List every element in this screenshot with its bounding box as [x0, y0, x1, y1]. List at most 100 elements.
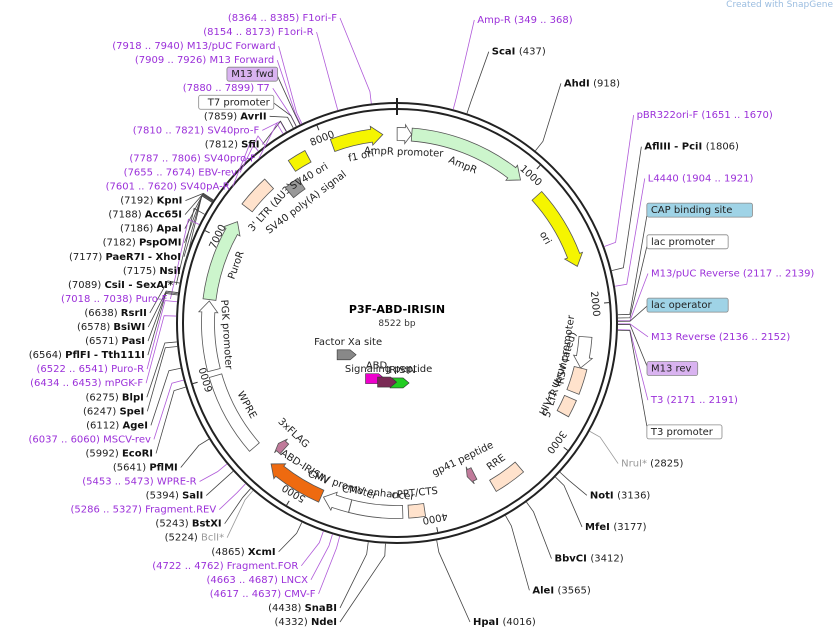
site-snabi[interactable]: (4438) SnaBI [268, 603, 337, 614]
svg-text:(8364 .. 8385) F1ori-F: (8364 .. 8385) F1ori-F [228, 13, 337, 24]
feature-3xflag[interactable] [274, 438, 290, 455]
site-lncx[interactable]: (4663 .. 4687) LNCX [206, 575, 308, 586]
site-m13-puc-reverse[interactable]: M13/pUC Reverse (2117 .. 2139) [651, 268, 814, 279]
site-f1ori-f[interactable]: (8364 .. 8385) F1ori-F [228, 13, 337, 24]
site-m13-rev[interactable]: M13 rev [646, 361, 699, 376]
site-pasi[interactable]: (6571) PasI [85, 336, 145, 347]
feature-sv40-ori[interactable] [287, 149, 312, 172]
site-t3[interactable]: T3 (2171 .. 2191) [650, 395, 738, 406]
inner-feature-factor-xa-site[interactable]: Factor Xa site [314, 337, 382, 361]
site-cmv-f[interactable]: (4617 .. 4637) CMV-F [210, 589, 316, 600]
inner-feature-signaling-peptide[interactable]: Signaling peptide [345, 364, 432, 388]
site-mscv-rev[interactable]: (6037 .. 6060) MSCV-rev [29, 434, 151, 445]
svg-text:(5453 .. 5473) WPRE-R: (5453 .. 5473) WPRE-R [82, 477, 196, 488]
site-amp-r[interactable]: Amp-R (349 .. 368) [477, 15, 572, 26]
feature-ampr-promoter[interactable] [396, 123, 413, 145]
site-sv40pro-f[interactable]: (7787 .. 7806) SV40pro-F [129, 153, 256, 164]
site-bsiwi[interactable]: (6578) BsiWI [77, 322, 145, 333]
site-mfei[interactable]: MfeI (3177) [585, 522, 647, 533]
feature-rre[interactable] [489, 461, 525, 492]
site-alei[interactable]: AleI (3565) [532, 585, 591, 596]
site-bcli[interactable]: (5224) BclI* [165, 533, 225, 544]
feature-wpre[interactable] [208, 373, 260, 452]
feature-puror[interactable] [202, 221, 241, 301]
site-puro-r[interactable]: (6522 .. 6541) Puro-R [37, 364, 145, 375]
site-apai[interactable]: (7186) ApaI [120, 224, 182, 235]
feature-cmv-enhancer[interactable] [348, 499, 404, 519]
site-cap-binding-site[interactable]: CAP binding site [646, 202, 753, 218]
feature-5-ltr-truncated[interactable] [566, 366, 588, 395]
site-puro-f[interactable]: (7018 .. 7038) Puro-F [61, 294, 168, 305]
site-nrui[interactable]: NruI* (2825) [621, 459, 683, 470]
site-ecori[interactable]: (5992) EcoRI [86, 448, 154, 459]
site-wpre-r[interactable]: (5453 .. 5473) WPRE-R [82, 477, 196, 488]
site-t7[interactable]: (7880 .. 7899) T7 [183, 83, 270, 94]
site-l4440[interactable]: L4440 (1904 .. 1921) [648, 173, 754, 184]
site-spei[interactable]: (6247) SpeI [83, 406, 144, 417]
site-acc65i[interactable]: (7188) Acc65I [108, 210, 182, 221]
leader-line [184, 194, 213, 243]
site-ahdi[interactable]: AhdI (918) [564, 78, 620, 89]
feature-rsv-promoter[interactable] [572, 335, 594, 369]
site-nsii[interactable]: (7175) NsiI [123, 266, 181, 277]
site-f1ori-r[interactable]: (8154 .. 8173) F1ori-R [203, 27, 313, 38]
site-hpai[interactable]: HpaI (4016) [473, 617, 536, 628]
leader-line [278, 522, 303, 553]
feature-label-ampr-promoter: AmpR promoter [364, 146, 445, 160]
site-csii-sexai[interactable]: (7089) CsiI - SexAI* [68, 280, 174, 291]
feature-3-ltr-u3[interactable] [241, 178, 275, 213]
site-scai[interactable]: ScaI (437) [492, 47, 546, 58]
feature-sv40-poly-a-signal[interactable] [284, 177, 306, 199]
site-m13-fwd[interactable]: M13 fwd [226, 66, 279, 82]
site-pspomi[interactable]: (7182) PspOMI [103, 238, 182, 249]
svg-text:(7175) NsiI: (7175) NsiI [123, 266, 181, 277]
svg-text:(7918 .. 7940) M13/pUC Forwar: (7918 .. 7940) M13/pUC Forward [112, 41, 275, 52]
leader-line [339, 542, 369, 609]
svg-text:(7787 .. 7806) SV40pro-F: (7787 .. 7806) SV40pro-F [129, 153, 256, 164]
feature-ampr[interactable] [410, 127, 522, 181]
site-bbvci[interactable]: BbvCI (3412) [555, 554, 624, 565]
site-sali[interactable]: (5394) SalI [146, 491, 204, 502]
site-pbr322ori-f[interactable]: pBR322ori-F (1651 .. 1670) [637, 110, 773, 121]
site-ebv-rev[interactable]: (7655 .. 7674) EBV-rev [124, 168, 237, 179]
site-fragment-rev[interactable]: (5286 .. 5327) Fragment.REV [71, 505, 217, 516]
site-lac-promoter[interactable]: lac promoter [646, 234, 729, 250]
site-avrii[interactable]: (7859) AvrII [204, 111, 267, 122]
site-paer7i-xhoi[interactable]: (7177) PaeR7I - XhoI [69, 252, 181, 263]
tick-mark [436, 527, 439, 534]
site-bstxi[interactable]: (5243) BstXI [155, 519, 221, 530]
site-sfii[interactable]: (7812) SfiI [205, 139, 260, 150]
feature-f1-ori[interactable] [329, 125, 384, 152]
site-agei[interactable]: (6112) AgeI [86, 420, 148, 431]
svg-text:(6112) AgeI: (6112) AgeI [86, 420, 148, 431]
site-sv40pro-f[interactable]: (7810 .. 7821) SV40pro-F [133, 125, 260, 136]
feature-ori[interactable] [531, 190, 584, 267]
leader-line [145, 315, 177, 384]
site-noti[interactable]: NotI (3136) [590, 490, 651, 501]
site-t7-promoter[interactable]: T7 promoter [198, 94, 275, 110]
feature-abd-irisin[interactable] [270, 463, 325, 503]
site-afliii-pcii[interactable]: AflIII - PciI (1806) [644, 142, 739, 153]
site-kpni[interactable]: (7192) KpnI [120, 196, 182, 207]
feature-gp41-peptide[interactable] [465, 466, 478, 485]
feature-cppt-cts[interactable] [407, 503, 427, 519]
site-ndei[interactable]: (4332) NdeI [275, 617, 337, 628]
leader-line [339, 543, 386, 623]
svg-text:CAP binding site: CAP binding site [651, 205, 733, 216]
feature-cmv-promoter[interactable] [322, 491, 353, 513]
site-pflfi-tth111i[interactable]: (6564) PflFI - Tth111I [29, 350, 145, 361]
feature-pgk-promoter[interactable] [197, 300, 221, 373]
site-xcmi[interactable]: (4865) XcmI [211, 547, 275, 558]
site-m13-reverse[interactable]: M13 Reverse (2136 .. 2152) [651, 332, 790, 343]
site-fragment-for[interactable]: (4722 .. 4762) Fragment.FOR [152, 561, 298, 572]
site-blpi[interactable]: (6275) BlpI [85, 392, 143, 403]
site-sv40pa-r[interactable]: (7601 .. 7620) SV40pA-R [106, 182, 230, 193]
site-rsrii[interactable]: (6638) RsrII [84, 308, 146, 319]
site-m13-forward[interactable]: (7909 .. 7926) M13 Forward [135, 55, 274, 66]
site-m13-puc-forward[interactable]: (7918 .. 7940) M13/pUC Forward [112, 41, 275, 52]
site-mpgk-f[interactable]: (6434 .. 6453) mPGK-F [30, 378, 143, 389]
feature-hiv-1[interactable] [556, 394, 577, 418]
site-t3-promoter[interactable]: T3 promoter [646, 424, 723, 440]
site-pflmi[interactable]: (5641) PflMI [113, 462, 178, 473]
site-lac-operator[interactable]: lac operator [646, 297, 729, 313]
